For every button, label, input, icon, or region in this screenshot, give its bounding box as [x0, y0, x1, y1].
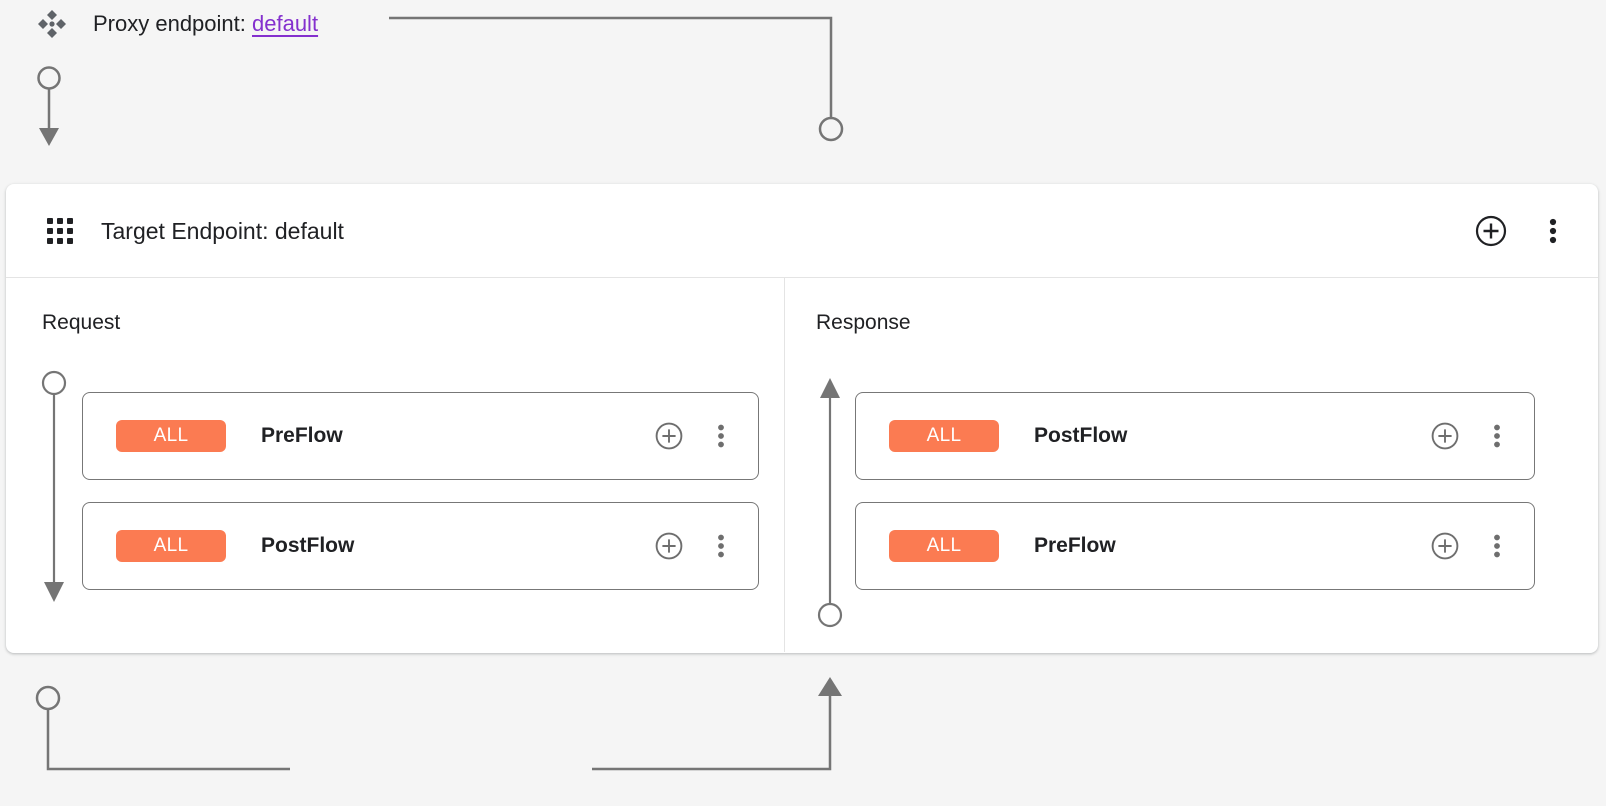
method-badge: ALL — [116, 420, 226, 452]
flow-card[interactable]: ALL PostFlow — [855, 392, 1535, 480]
proxy-request-arrow — [37, 66, 61, 146]
apps-grid-icon — [46, 217, 74, 245]
target-endpoint-panel: Target Endpoint: default — [6, 184, 1598, 653]
more-vert-icon[interactable] — [706, 531, 736, 561]
flow-card-actions — [1430, 531, 1512, 561]
proxy-endpoint-label-text: Proxy endpoint: — [93, 11, 246, 36]
more-vert-icon[interactable] — [1482, 531, 1512, 561]
response-flow-cards: ALL PostFlow — [855, 392, 1535, 612]
request-column-title: Request — [42, 311, 121, 334]
more-vert-icon[interactable] — [1482, 421, 1512, 451]
target-endpoint-header: Target Endpoint: default — [6, 184, 1598, 278]
method-badge: ALL — [889, 420, 999, 452]
proxy-to-target-connector — [389, 16, 844, 142]
add-circle-icon[interactable] — [1430, 421, 1460, 451]
response-column-title: Response — [816, 311, 911, 334]
page-title: Target Endpoint: default — [101, 218, 344, 244]
request-flow-cards: ALL PreFlow — [82, 392, 759, 612]
flow-name: PostFlow — [261, 534, 355, 557]
proxy-endpoint-link[interactable]: default — [252, 11, 319, 36]
flow-name: PostFlow — [1034, 424, 1128, 447]
flow-card[interactable]: ALL PreFlow — [82, 392, 759, 480]
flow-name: PreFlow — [1034, 534, 1116, 557]
proxy-endpoint-row: Proxy endpoint: default — [0, 0, 1606, 48]
add-circle-icon[interactable] — [654, 421, 684, 451]
more-vert-icon[interactable] — [706, 421, 736, 451]
proxy-diamond-icon — [36, 8, 68, 40]
flow-card[interactable]: ALL PostFlow — [82, 502, 759, 590]
backend-service-area: Backend service — [6, 659, 1598, 806]
response-column: Response ALL PostFlow — [785, 278, 1597, 652]
add-circle-icon[interactable] — [654, 531, 684, 561]
request-column: Request ALL PreFlow — [6, 278, 785, 652]
add-circle-icon[interactable] — [1430, 531, 1460, 561]
flow-card-actions — [1430, 421, 1512, 451]
method-badge: ALL — [889, 530, 999, 562]
response-flow-arrow — [817, 378, 843, 628]
proxy-endpoint-label: Proxy endpoint: default — [93, 8, 318, 40]
flow-card-actions — [654, 421, 736, 451]
backend-connectors — [35, 677, 842, 771]
flow-card[interactable]: ALL PreFlow — [855, 502, 1535, 590]
add-circle-icon[interactable] — [1474, 214, 1508, 248]
flow-card-actions — [654, 531, 736, 561]
flow-columns: Request ALL PreFlow — [6, 278, 1598, 652]
request-flow-arrow — [41, 370, 67, 602]
flow-name: PreFlow — [261, 424, 343, 447]
target-endpoint-actions — [1474, 214, 1570, 248]
method-badge: ALL — [116, 530, 226, 562]
more-vert-icon[interactable] — [1536, 214, 1570, 248]
